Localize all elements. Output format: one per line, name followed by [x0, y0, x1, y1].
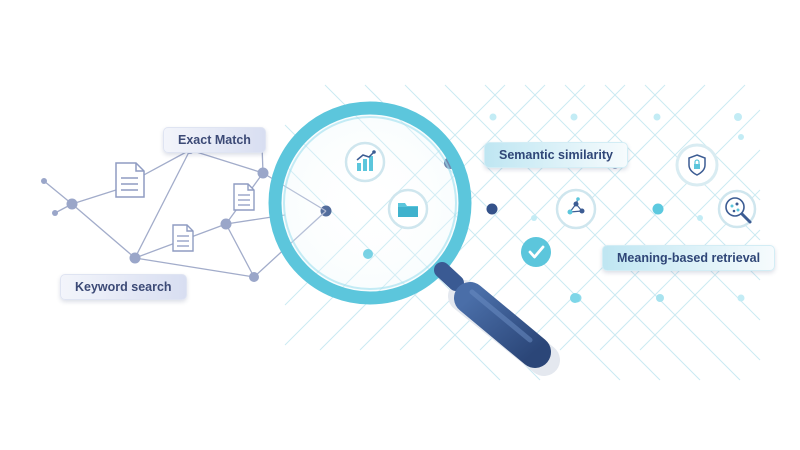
shield-lock-icon [675, 143, 719, 187]
meaning-based-retrieval-label: Meaning-based retrieval [602, 245, 776, 271]
check-icon [521, 237, 551, 267]
magnifying-glass-icon [268, 101, 560, 376]
semantic-similarity-label: Semantic similarity [484, 142, 628, 168]
document-icon [115, 162, 145, 198]
search-cluster-icon [717, 189, 757, 229]
bar-chart-icon [344, 141, 386, 183]
network-icon [555, 188, 597, 230]
document-icon [172, 224, 194, 252]
folder-icon [387, 188, 429, 230]
exact-match-label: Exact Match [163, 127, 266, 153]
document-icon [233, 183, 255, 211]
keyword-search-label: Keyword search [60, 274, 187, 300]
